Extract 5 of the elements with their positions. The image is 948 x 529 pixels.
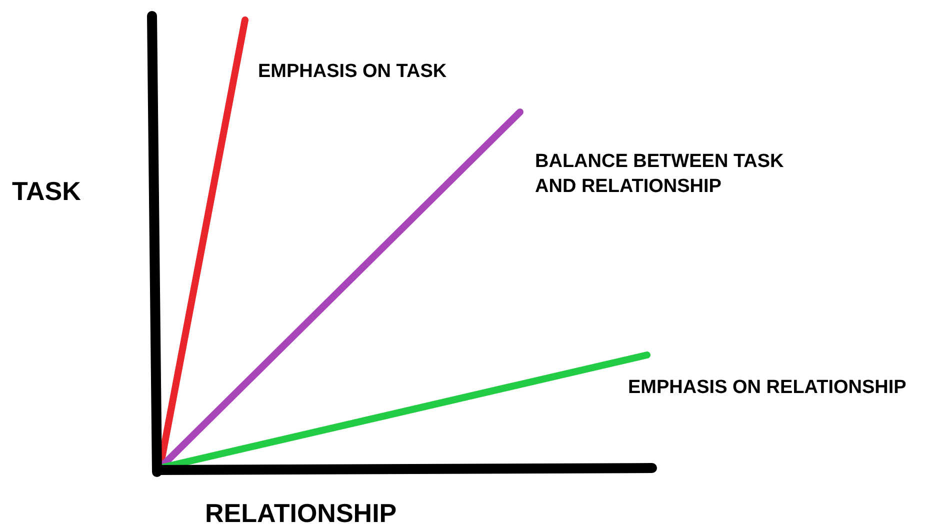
line-label: EMPHASIS ON TASK [258, 60, 447, 84]
line-label: BALANCE BETWEEN TASK AND RELATIONSHIP [535, 150, 785, 199]
axis-label: TASK [12, 175, 81, 208]
axis-label: RELATIONSHIP [205, 497, 397, 529]
line-label: EMPHASIS ON RELATIONSHIP [628, 376, 906, 400]
